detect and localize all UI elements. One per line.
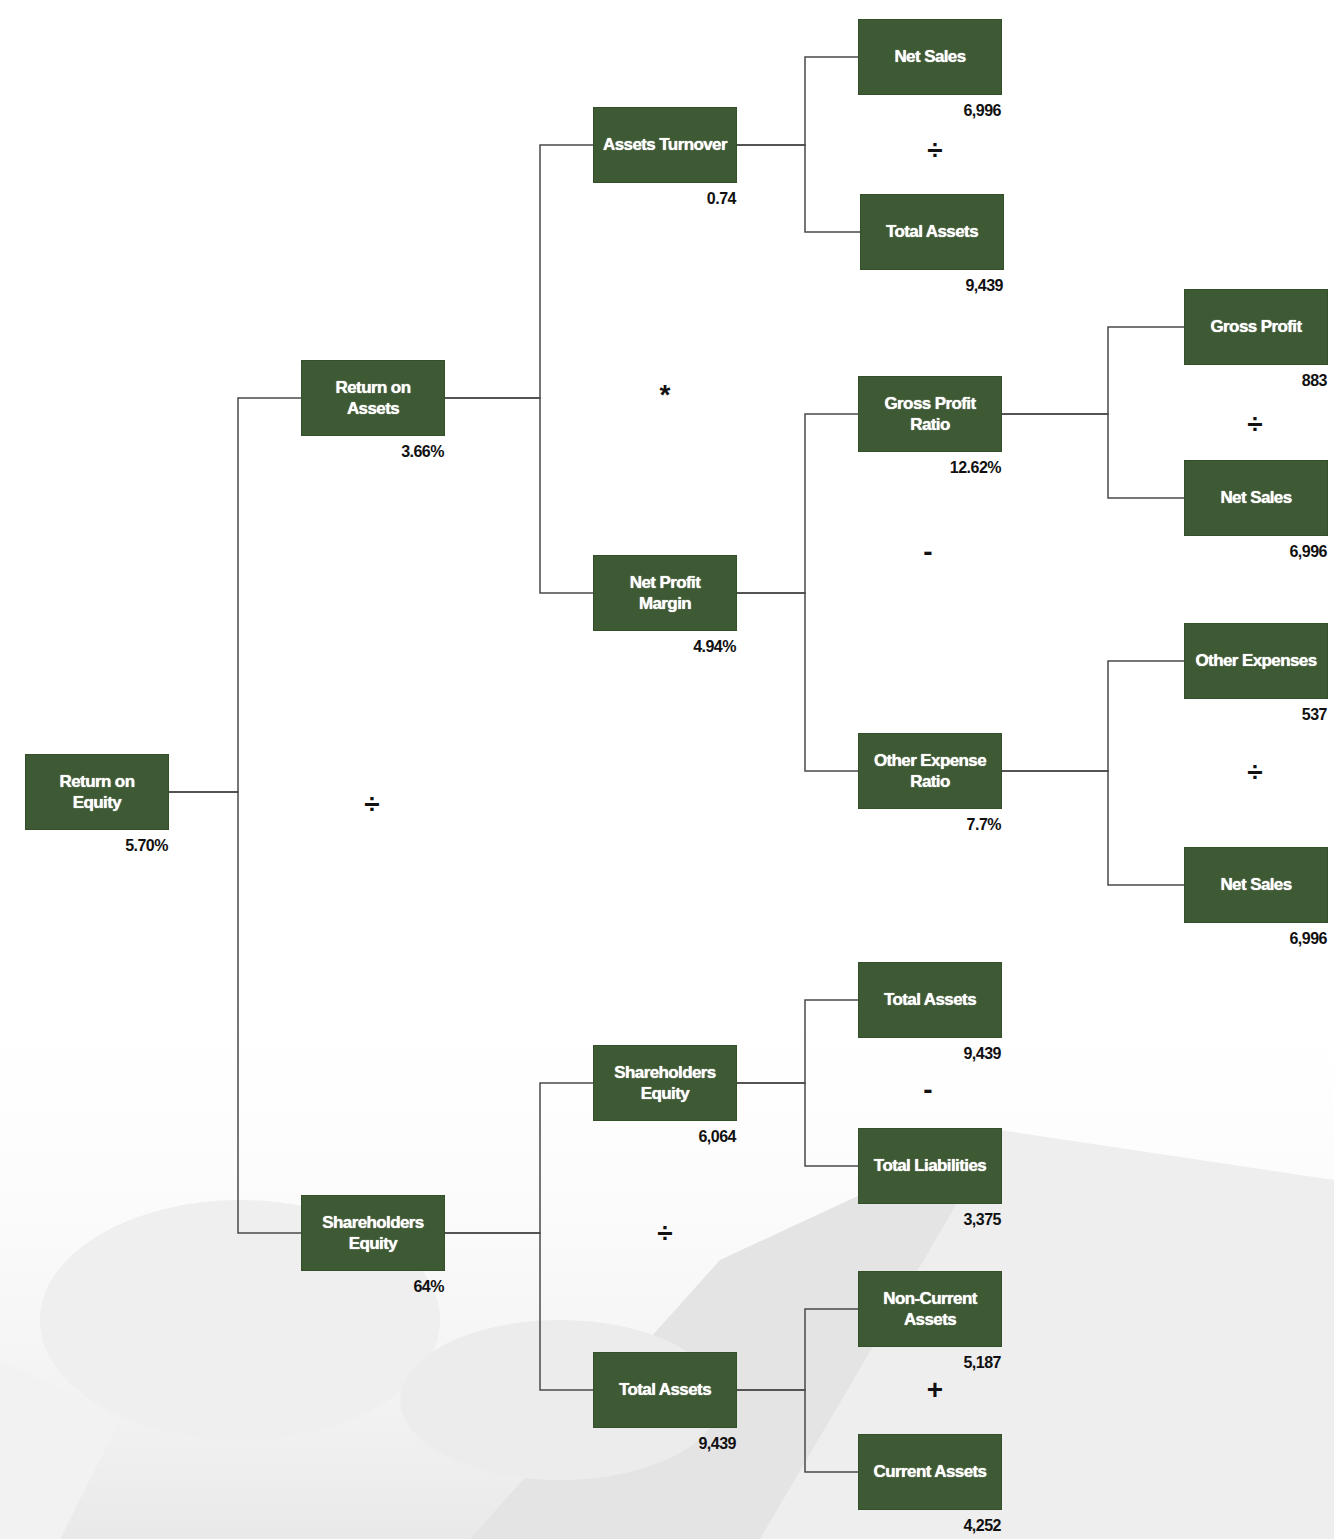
metric-box: Net Profit Margin4.94%	[593, 555, 737, 631]
operator-symbol: ÷	[1247, 758, 1262, 786]
metric-value: 9,439	[965, 277, 1003, 295]
metric-name: Other Expense Ratio	[867, 750, 993, 793]
metric-value: 12.62%	[950, 459, 1001, 477]
tree-connector	[737, 145, 860, 232]
metric-box: Return on Assets3.66%	[301, 360, 445, 436]
tree-connector	[445, 1083, 593, 1233]
metric-value: 4,252	[963, 1517, 1001, 1535]
metric-value: 3,375	[963, 1211, 1001, 1229]
metric-box: Assets Turnover0.74	[593, 107, 737, 183]
metric-box: Gross Profit883	[1184, 289, 1328, 365]
metric-name: Gross Profit Ratio	[867, 393, 993, 436]
metric-name: Total Assets	[884, 989, 976, 1010]
tree-connector	[169, 792, 301, 1233]
sleeve-shape	[0, 1360, 120, 1539]
metric-value: 6,996	[1289, 930, 1327, 948]
metric-name: Return on Equity	[34, 771, 160, 814]
metric-name: Gross Profit	[1210, 316, 1301, 337]
metric-box: Other Expenses537	[1184, 623, 1328, 699]
metric-value: 9,439	[698, 1435, 736, 1453]
metric-box: Total Assets9,439	[860, 194, 1004, 270]
metric-name: Net Sales	[1220, 874, 1291, 895]
metric-box: Total Liabilities3,375	[858, 1128, 1002, 1204]
metric-box: Current Assets4,252	[858, 1434, 1002, 1510]
tree-connector	[445, 398, 593, 593]
tree-connector	[737, 414, 858, 593]
metric-name: Shareholders Equity	[310, 1212, 436, 1255]
metric-box: Non-Current Assets5,187	[858, 1271, 1002, 1347]
metric-value: 0.74	[707, 190, 736, 208]
operator-symbol: *	[660, 381, 671, 409]
operator-symbol: ÷	[927, 136, 942, 164]
tree-connector	[737, 1390, 858, 1472]
operator-symbol: +	[927, 1376, 943, 1404]
tree-connector	[737, 1000, 858, 1083]
metric-box: Total Assets9,439	[858, 962, 1002, 1038]
operator-symbol: ÷	[657, 1219, 672, 1247]
metric-name: Total Liabilities	[874, 1155, 986, 1176]
metric-name: Net Sales	[894, 46, 965, 67]
tree-connector	[1002, 327, 1184, 414]
metric-value: 6,996	[963, 102, 1001, 120]
metric-value: 3.66%	[401, 443, 444, 461]
tree-connector	[445, 1233, 593, 1390]
tree-connector	[737, 1309, 858, 1390]
metric-name: Non-Current Assets	[867, 1288, 993, 1331]
tree-connector	[445, 145, 593, 398]
metric-name: Net Sales	[1220, 487, 1291, 508]
metric-box: Net Sales6,996	[1184, 847, 1328, 923]
metric-value: 5.70%	[125, 837, 168, 855]
metric-box: Other Expense Ratio7.7%	[858, 733, 1002, 809]
metric-value: 5,187	[963, 1354, 1001, 1372]
metric-box: Gross Profit Ratio12.62%	[858, 376, 1002, 452]
metric-name: Return on Assets	[310, 377, 436, 420]
metric-box: Net Sales6,996	[1184, 460, 1328, 536]
metric-value: 9,439	[963, 1045, 1001, 1063]
metric-value: 7.7%	[967, 816, 1001, 834]
metric-value: 6,064	[698, 1128, 736, 1146]
metric-name: Total Assets	[886, 221, 978, 242]
operator-symbol: -	[923, 1076, 932, 1104]
metric-value: 883	[1302, 372, 1327, 390]
tree-connector	[737, 1083, 858, 1166]
metric-box: Total Assets9,439	[593, 1352, 737, 1428]
metric-name: Shareholders Equity	[602, 1062, 728, 1105]
metric-value: 537	[1302, 706, 1327, 724]
tree-connector	[1002, 771, 1184, 885]
hand-shape	[40, 1200, 440, 1440]
tree-connector	[1002, 414, 1184, 498]
operator-symbol: -	[923, 538, 932, 566]
tree-connector	[169, 398, 301, 792]
operator-symbol: ÷	[1247, 410, 1262, 438]
metric-value: 4.94%	[693, 638, 736, 656]
metric-box: Shareholders Equity6,064	[593, 1045, 737, 1121]
tree-connector	[737, 57, 858, 145]
photo-fade	[0, 960, 1334, 1539]
operator-symbol: ÷	[364, 790, 379, 818]
metric-box: Shareholders Equity64%	[301, 1195, 445, 1271]
metric-value: 6,996	[1289, 543, 1327, 561]
metric-name: Total Assets	[619, 1379, 711, 1400]
metric-box: Return on Equity5.70%	[25, 754, 169, 830]
metric-name: Net Profit Margin	[602, 572, 728, 615]
tree-connector	[1002, 661, 1184, 771]
metric-name: Current Assets	[874, 1461, 987, 1482]
metric-name: Assets Turnover	[603, 134, 727, 155]
metric-box: Net Sales6,996	[858, 19, 1002, 95]
tree-connector	[737, 593, 858, 771]
metric-value: 64%	[413, 1278, 444, 1296]
metric-name: Other Expenses	[1195, 650, 1316, 671]
